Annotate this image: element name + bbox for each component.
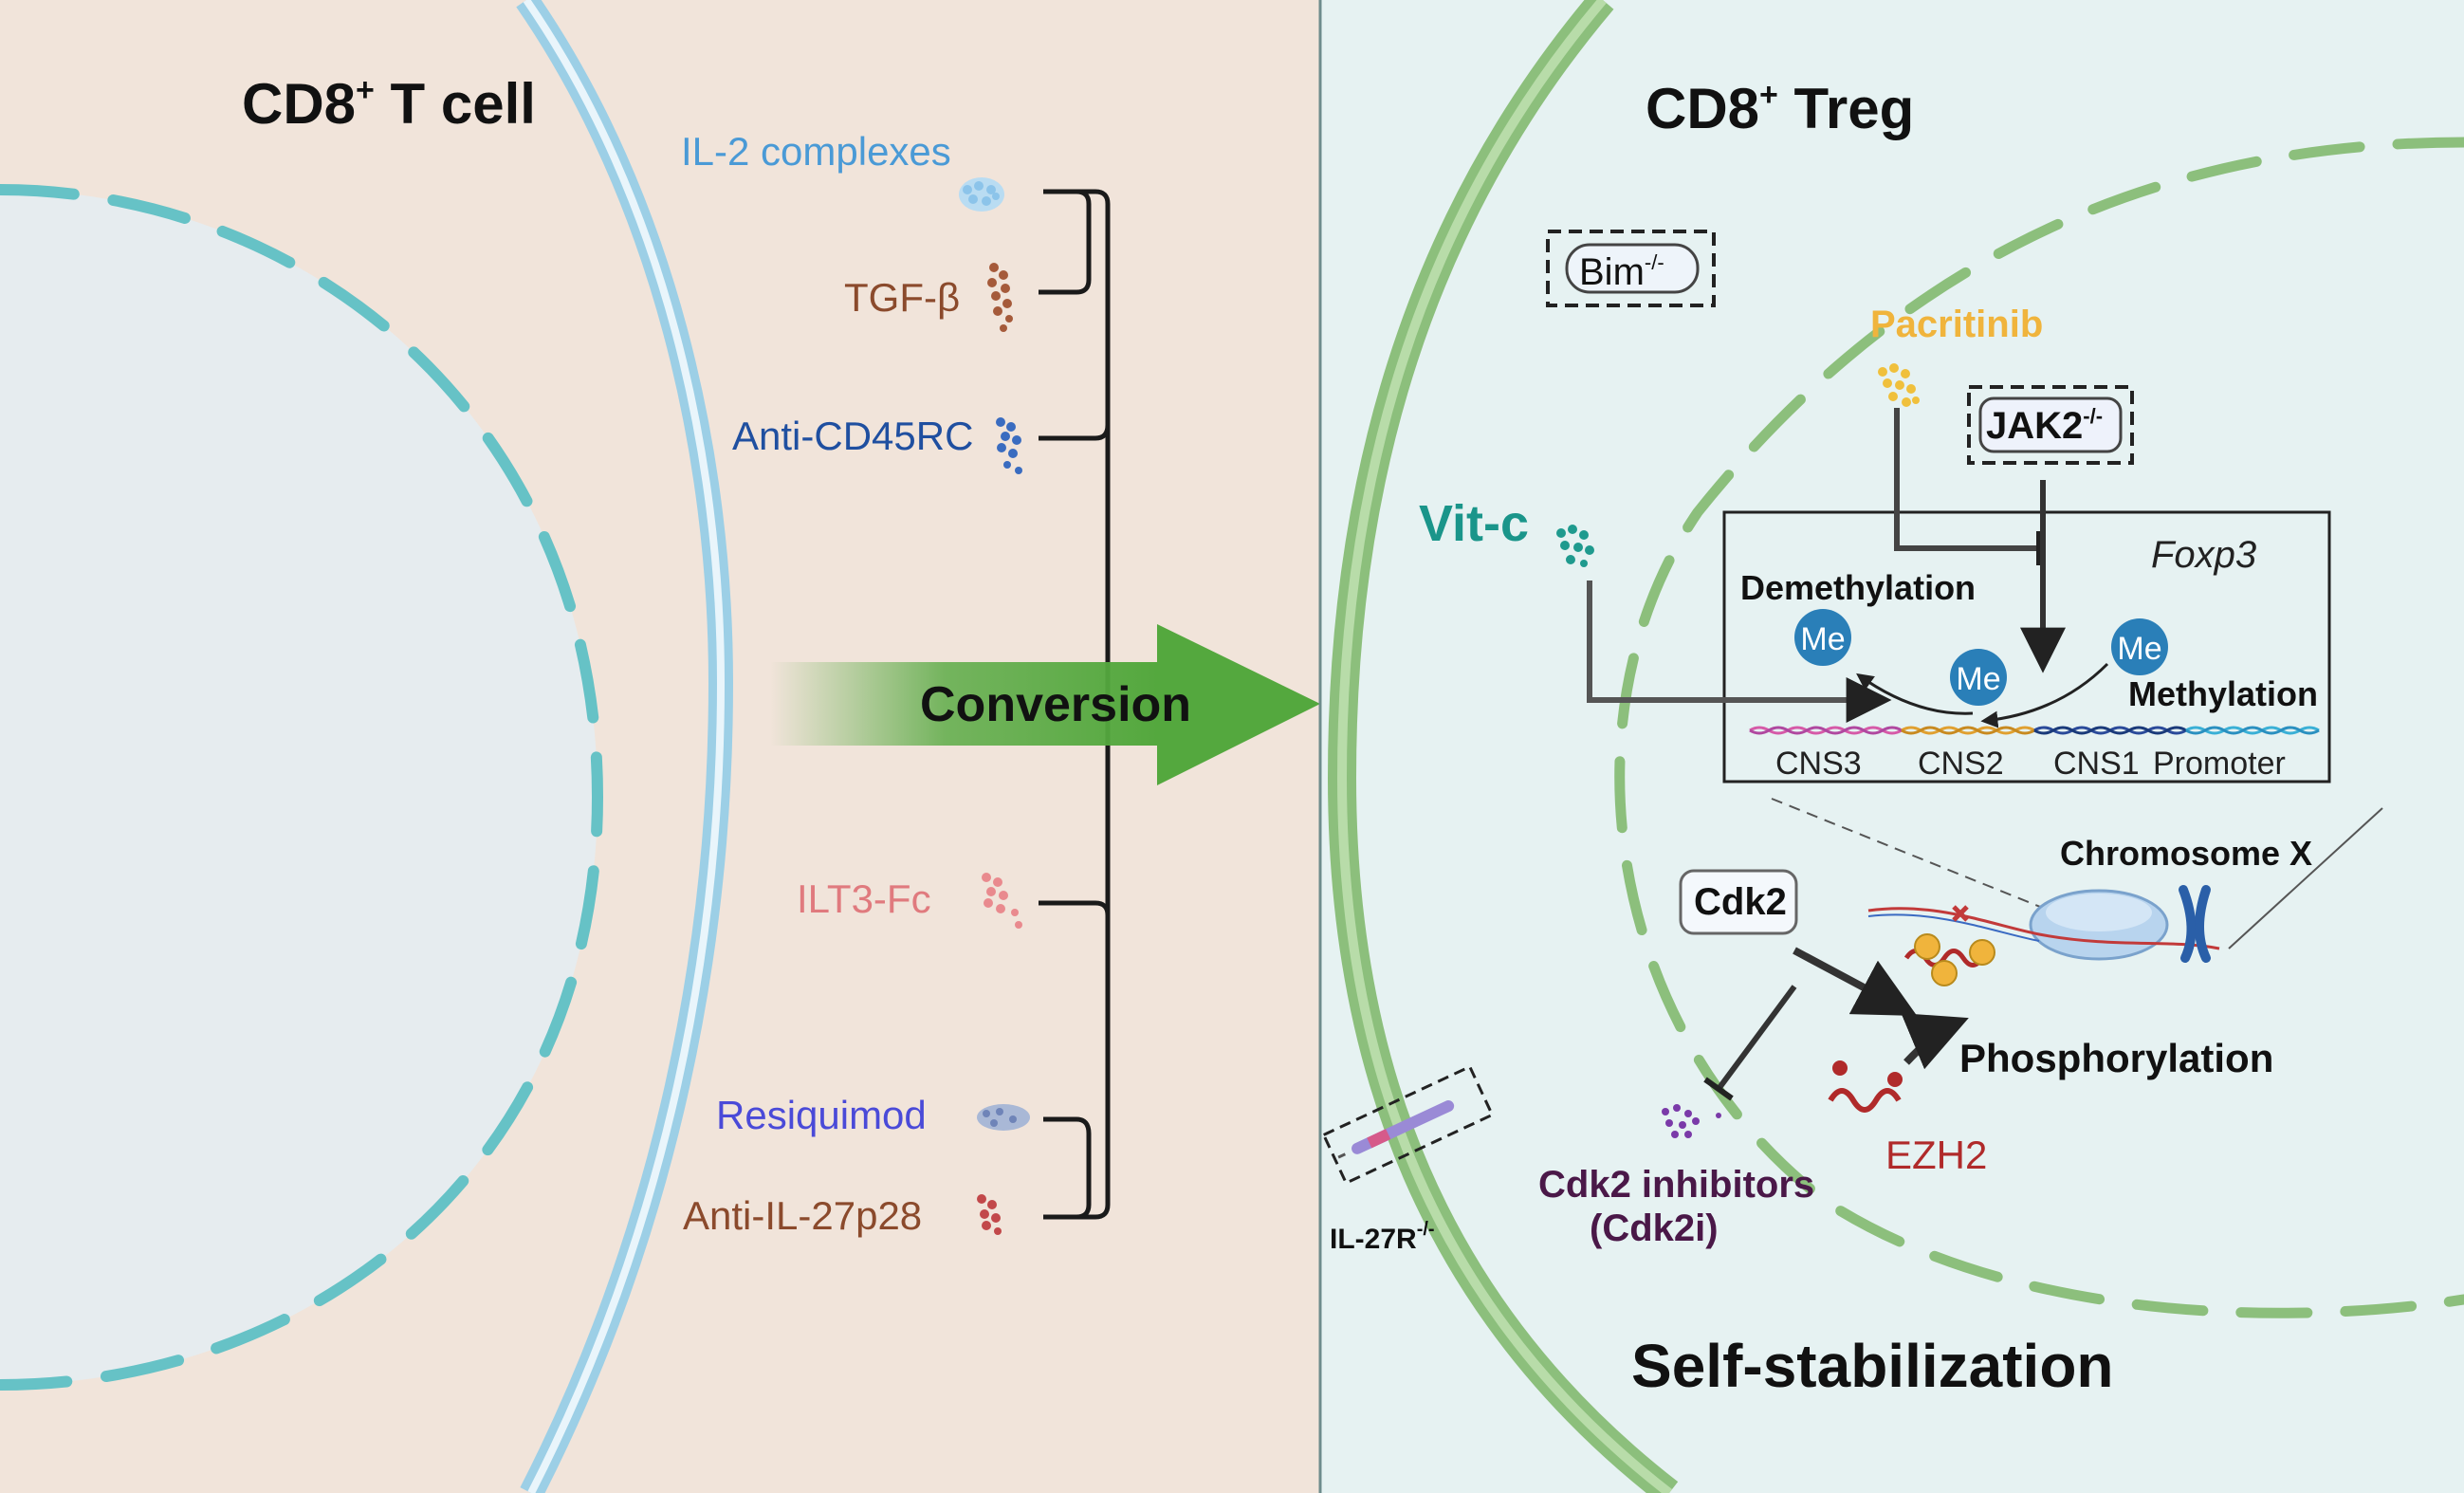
zoom-guide-left: [1771, 798, 2065, 917]
ezh2-protein-icon: [1828, 1060, 1903, 1113]
vitc-activation-arrow: [1587, 581, 1892, 723]
ilt3-fc-molecule-icon: [982, 873, 1022, 929]
anti-cd45rc-molecule-icon: [996, 417, 1022, 474]
tgf-beta-molecule-icon: [987, 263, 1013, 332]
cdk2i-inhibition-line: [1716, 985, 1797, 1091]
region-cns1: CNS1: [2053, 746, 2140, 782]
vitc-label: Vit-c: [1419, 495, 1529, 552]
pacritinib-molecule-icon: [1878, 363, 1920, 407]
il27r-knockout-box: [1321, 1064, 1495, 1186]
region-cns3: CNS3: [1775, 746, 1862, 782]
bim-knockout-box: [1546, 230, 1716, 307]
cdk2-box: [1679, 869, 1798, 935]
agent-anti-il27p28: Anti-IL-27p28: [683, 1193, 922, 1238]
chromosome-x-label: Chromosome X: [2060, 834, 2312, 873]
cdk2-inhibitor-molecule-icon: [1662, 1104, 1721, 1138]
jak2-knockout-box: [1967, 385, 2134, 465]
chromosome-x-icon: [2179, 885, 2211, 963]
phosphorylated-ezh2-icon: [1903, 933, 1995, 986]
resiquimod-molecule-icon: [977, 1104, 1030, 1131]
cell-membrane-inner: [523, 0, 726, 1493]
svg-text:Me: Me: [1956, 661, 2000, 697]
agent-resiquimod: Resiquimod: [716, 1093, 927, 1137]
cdk2-phosphorylation-arrow: [1793, 947, 1918, 1017]
chromatin-nucleosome-icon: [1867, 889, 2220, 961]
self-stabilization-label: Self-stabilization: [1631, 1332, 2114, 1400]
bim-label: Bim-/-: [1579, 250, 1664, 293]
methyl-group-right: Me: [2111, 618, 2168, 675]
agent-ilt3-fc: ILT3-Fc: [797, 876, 931, 921]
conversion-label: Conversion: [920, 677, 1191, 732]
agent-il2-complexes: IL-2 complexes: [681, 129, 951, 174]
foxp3-gene-label: Foxp3: [2151, 534, 2256, 576]
region-promoter: Promoter: [2153, 746, 2286, 782]
vitc-molecule-icon: [1556, 525, 1594, 567]
cdk2i-inhibition-bar: [1703, 1077, 1734, 1101]
left-title: CD8+ T cell: [242, 72, 536, 136]
anti-il27p28-molecule-icon: [977, 1194, 1002, 1235]
treg-nucleus-dashed-membrane: [1614, 137, 2464, 1318]
il27r-label: IL-27R-/-: [1330, 1219, 1435, 1255]
pacritinib-inhibition-line: [1894, 408, 2039, 551]
treg-cell-membrane-inner: [1336, 0, 1673, 1493]
demethylation-label: Demethylation: [1740, 568, 1976, 607]
pacritinib-label: Pacritinib: [1870, 304, 2043, 345]
methyl-group-left: Me: [1794, 609, 1851, 666]
region-cns2: CNS2: [1918, 746, 2004, 782]
cdk2-label: Cdk2: [1694, 881, 1787, 923]
methyl-group-center: Me: [1950, 649, 2007, 706]
zoom-guide-right: [2228, 807, 2383, 949]
jak2-label: JAK2-/-: [1986, 404, 2103, 447]
cdk2i-label-line1: Cdk2 inhibitors: [1538, 1164, 1814, 1206]
svg-text:Me: Me: [1800, 621, 1845, 657]
ezh2-label: EZH2: [1885, 1133, 1987, 1177]
cd8-t-cell-nucleus: [0, 190, 598, 1385]
methylation-label: Methylation: [2128, 674, 2318, 713]
agent-anti-cd45rc: Anti-CD45RC: [732, 414, 973, 458]
foxp3-dna-strand: [1749, 726, 2320, 735]
ezh2-phosphorylation-arrow: [1901, 1013, 1969, 1070]
il2-complex-molecule-icon: [959, 177, 1004, 212]
svg-text:Me: Me: [2117, 631, 2161, 667]
phosphorylation-label: Phosphorylation: [1959, 1036, 2273, 1080]
right-title: CD8+ Treg: [1646, 77, 1914, 140]
cdk2i-label-line2: (Cdk2i): [1590, 1207, 1719, 1249]
agent-tgf-beta: TGF-β: [844, 275, 960, 320]
conversion-arrow: [770, 624, 1320, 785]
nucleus-dashed-membrane: [0, 184, 604, 1391]
methylation-curve-arrow: [1980, 662, 2109, 728]
